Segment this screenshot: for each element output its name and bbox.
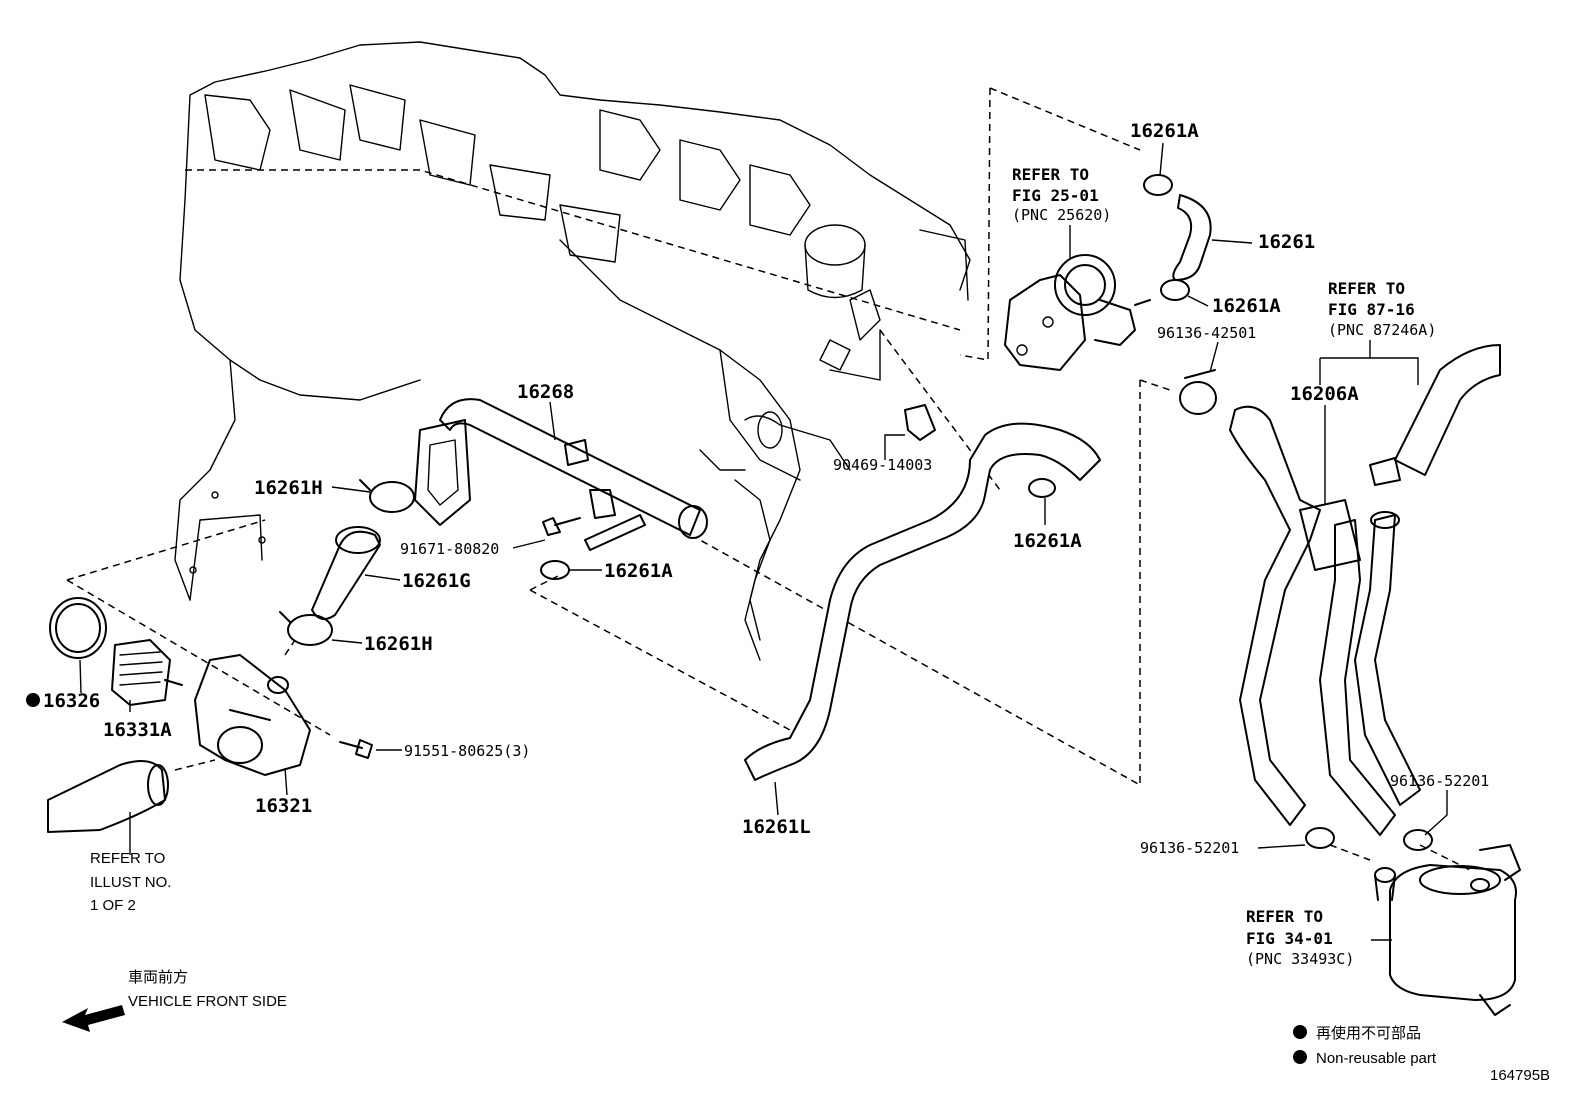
legend-en: Non-reusable part bbox=[1316, 1050, 1437, 1067]
non-reusable-dot-16326 bbox=[26, 693, 40, 707]
clip-90469 bbox=[904, 404, 936, 441]
label-16268: 16268 bbox=[517, 381, 574, 403]
label-16261A-top: 16261A bbox=[1130, 120, 1199, 142]
water-pipe-16268 bbox=[414, 398, 708, 551]
bolt-91551 bbox=[339, 739, 373, 759]
label-96136-52201-left: 96136-52201 bbox=[1140, 839, 1239, 857]
dashed-boundary-lines bbox=[66, 87, 1471, 871]
arrow-left-icon bbox=[62, 1005, 125, 1032]
hose-16261G bbox=[311, 526, 381, 620]
ref-fig34-line1: REFER TO bbox=[1246, 907, 1323, 926]
ref-fig25-line2: FIG 25-01 bbox=[1012, 186, 1099, 205]
ref-fig34-line2: FIG 34-01 bbox=[1246, 929, 1333, 948]
label-16261H-lower: 16261H bbox=[364, 633, 433, 655]
ref-illust-line1: REFER TO bbox=[90, 850, 165, 867]
direction-jp: 車両前方 bbox=[128, 969, 188, 986]
ref-fig34-line3: (PNC 33493C) bbox=[1246, 950, 1354, 968]
ref-fig25-line3: (PNC 25620) bbox=[1012, 206, 1111, 224]
ref-illust-1-of-2: REFER TO ILLUST NO. 1 OF 2 bbox=[90, 850, 171, 914]
engine-block-outline bbox=[174, 41, 971, 661]
label-91671-80820: 91671-80820 bbox=[400, 540, 499, 558]
label-16261A-right: 16261A bbox=[1212, 295, 1281, 317]
label-16331A: 16331A bbox=[103, 719, 172, 741]
label-16326: 16326 bbox=[43, 690, 100, 712]
ref-illust-line2: ILLUST NO. bbox=[90, 874, 171, 891]
label-90469-14003: 90469-14003 bbox=[833, 456, 932, 474]
label-16261A-lower: 16261A bbox=[604, 560, 673, 582]
hose-16261L bbox=[744, 422, 1101, 781]
oil-cooler bbox=[1374, 844, 1521, 1016]
ref-fig-34-01: REFER TO FIG 34-01 (PNC 33493C) bbox=[1246, 907, 1354, 968]
part-labels: 16261A 16261 16261A 96136-42501 16206A 1… bbox=[26, 120, 1489, 857]
ref-fig87-line1: REFER TO bbox=[1328, 279, 1405, 298]
label-16321: 16321 bbox=[255, 795, 312, 817]
label-16261H-upper: 16261H bbox=[254, 477, 323, 499]
ref-fig-87-16: REFER TO FIG 87-16 (PNC 87246A) bbox=[1328, 279, 1436, 339]
hose-16261 bbox=[1143, 174, 1212, 301]
ref-fig-25-01: REFER TO FIG 25-01 (PNC 25620) bbox=[1012, 165, 1111, 224]
bolt-91671 bbox=[542, 517, 581, 536]
water-inlet-16321 bbox=[194, 654, 311, 776]
clamp-16261H-upper bbox=[359, 479, 415, 513]
hose-16206A bbox=[1179, 369, 1421, 836]
radiator-hose-lower-left bbox=[47, 760, 169, 833]
label-96136-42501: 96136-42501 bbox=[1157, 324, 1256, 342]
label-16261A-mid: 16261A bbox=[1013, 530, 1082, 552]
figure-id: 164795B bbox=[1490, 1067, 1550, 1084]
clamp-16261A-center bbox=[540, 560, 570, 580]
gasket-16326 bbox=[49, 597, 107, 659]
legend-dot-2 bbox=[1293, 1050, 1307, 1064]
clamp-96136-52201-right bbox=[1403, 829, 1433, 851]
label-91551-80625: 91551-80625(3) bbox=[404, 742, 530, 760]
label-16261: 16261 bbox=[1258, 231, 1315, 253]
label-16261G: 16261G bbox=[402, 570, 471, 592]
ref-illust-line3: 1 OF 2 bbox=[90, 897, 136, 914]
throttle-body bbox=[1004, 254, 1151, 371]
ref-fig87-line2: FIG 87-16 bbox=[1328, 300, 1415, 319]
legend-dot-1 bbox=[1293, 1025, 1307, 1039]
hose-87246A bbox=[1369, 344, 1501, 486]
clamp-96136-52201-left bbox=[1305, 827, 1335, 849]
legend: 再使用不可部品 Non-reusable part bbox=[1293, 1025, 1437, 1067]
direction-en: VEHICLE FRONT SIDE bbox=[128, 993, 287, 1010]
label-16206A: 16206A bbox=[1290, 383, 1359, 405]
label-96136-52201-right: 96136-52201 bbox=[1390, 772, 1489, 790]
ref-fig87-line3: (PNC 87246A) bbox=[1328, 321, 1436, 339]
label-16261L: 16261L bbox=[742, 816, 811, 838]
legend-jp: 再使用不可部品 bbox=[1316, 1025, 1421, 1042]
leader-lines bbox=[79, 142, 1448, 941]
ref-fig25-line1: REFER TO bbox=[1012, 165, 1089, 184]
vehicle-front-direction: 車両前方 VEHICLE FRONT SIDE bbox=[62, 969, 287, 1032]
clamp-16261H-lower bbox=[279, 611, 333, 646]
thermostat-16331A bbox=[111, 639, 183, 706]
